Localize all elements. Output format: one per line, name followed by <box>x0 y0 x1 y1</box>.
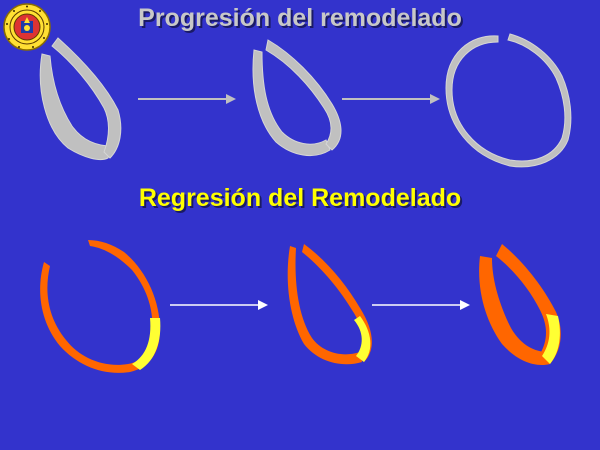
regression-arrow-1 <box>170 300 268 310</box>
progression-stage-1 <box>39 37 122 161</box>
progression-arrow-1 <box>138 94 236 104</box>
progression-stage-3 <box>445 33 572 168</box>
regression-title: Regresión del Remodelado <box>138 184 462 212</box>
progression-stage-2 <box>252 39 342 157</box>
regression-stage-1 <box>40 240 161 373</box>
university-seal-icon <box>3 3 51 51</box>
progression-title: Progresión del remodelado <box>138 4 462 32</box>
regression-stage-3 <box>479 244 561 366</box>
regression-arrow-2 <box>372 300 470 310</box>
regression-stage-2 <box>287 244 372 365</box>
progression-arrow-2 <box>342 94 440 104</box>
